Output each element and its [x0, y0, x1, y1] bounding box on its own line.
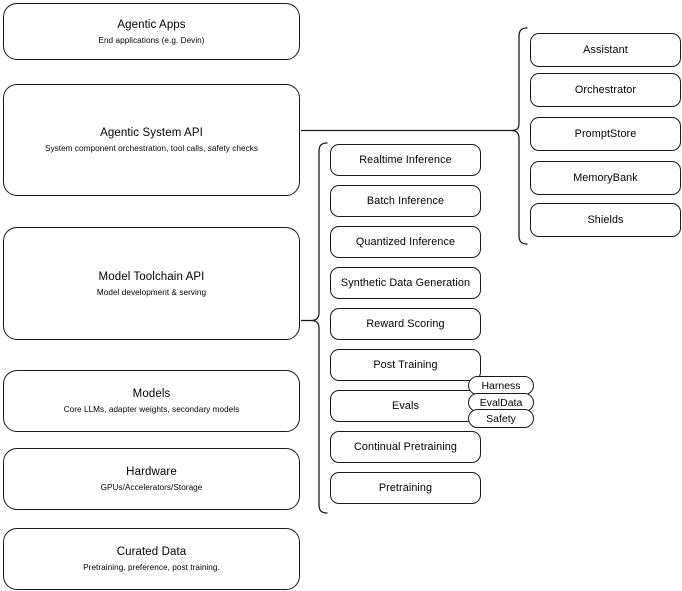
- capability-post-training[interactable]: Post Training: [330, 349, 481, 381]
- badge-label: Safety: [486, 412, 516, 425]
- capability-label: Realtime Inference: [359, 153, 452, 166]
- stack-layer-model-toolchain-api[interactable]: Model Toolchain API Model development & …: [3, 227, 300, 340]
- capability-label: Continual Pretraining: [354, 440, 457, 453]
- layer-title: Model Toolchain API: [98, 270, 205, 283]
- component-label: PromptStore: [574, 127, 637, 140]
- capability-synthetic-data-generation[interactable]: Synthetic Data Generation: [330, 267, 481, 299]
- agentic-component-orchestrator[interactable]: Orchestrator: [530, 73, 681, 107]
- capability-label: Post Training: [373, 358, 438, 371]
- layer-title: Hardware: [126, 466, 177, 478]
- component-label: Shields: [587, 213, 624, 226]
- agentic-component-memorybank[interactable]: MemoryBank: [530, 161, 681, 195]
- agentic-component-promptstore[interactable]: PromptStore: [530, 117, 681, 151]
- capability-continual-pretraining[interactable]: Continual Pretraining: [330, 431, 481, 463]
- capability-label: Pretraining: [378, 481, 433, 494]
- component-label: Assistant: [583, 43, 628, 56]
- capability-label: Batch Inference: [366, 194, 445, 207]
- layer-title: Curated Data: [116, 546, 187, 558]
- badge-label: EvalData: [479, 396, 523, 409]
- capability-realtime-inference[interactable]: Realtime Inference: [330, 144, 481, 176]
- stack-layer-agentic-apps[interactable]: Agentic Apps End applications (e.g. Devi…: [3, 3, 300, 60]
- stack-layer-hardware[interactable]: Hardware GPUs/Accelerators/Storage: [3, 448, 300, 510]
- component-label: MemoryBank: [573, 171, 638, 184]
- layer-title: Models: [132, 388, 171, 400]
- component-label: Orchestrator: [574, 83, 637, 96]
- layer-subtitle: Model development & serving: [96, 287, 207, 297]
- evals-badge-safety[interactable]: Safety: [468, 409, 534, 428]
- capability-reward-scoring[interactable]: Reward Scoring: [330, 308, 481, 340]
- badge-label: Harness: [481, 379, 521, 392]
- capability-label: Reward Scoring: [366, 317, 445, 330]
- layer-subtitle: Pretraining, preference, post training.: [83, 563, 220, 572]
- layer-title: Agentic System API: [100, 127, 203, 139]
- capability-pretraining[interactable]: Pretraining: [330, 472, 481, 504]
- layer-subtitle: System component orchestration, tool cal…: [44, 144, 259, 153]
- capability-label: Quantized Inference: [355, 235, 456, 248]
- capability-evals[interactable]: Evals: [330, 390, 481, 422]
- agentic-component-shields[interactable]: Shields: [530, 203, 681, 237]
- layer-title: Agentic Apps: [117, 18, 186, 31]
- capability-batch-inference[interactable]: Batch Inference: [330, 185, 481, 217]
- capability-label: Synthetic Data Generation: [340, 276, 471, 289]
- capability-quantized-inference[interactable]: Quantized Inference: [330, 226, 481, 258]
- layer-subtitle: Core LLMs, adapter weights, secondary mo…: [63, 405, 240, 414]
- agentic-component-assistant[interactable]: Assistant: [530, 33, 681, 67]
- stack-layer-curated-data[interactable]: Curated Data Pretraining, preference, po…: [3, 528, 300, 590]
- stack-layer-agentic-system-api[interactable]: Agentic System API System component orch…: [3, 84, 300, 196]
- layer-subtitle: GPUs/Accelerators/Storage: [100, 483, 203, 492]
- stack-layer-models[interactable]: Models Core LLMs, adapter weights, secon…: [3, 370, 300, 432]
- layer-subtitle: End applications (e.g. Devin): [98, 35, 205, 45]
- capability-label: Evals: [392, 399, 419, 412]
